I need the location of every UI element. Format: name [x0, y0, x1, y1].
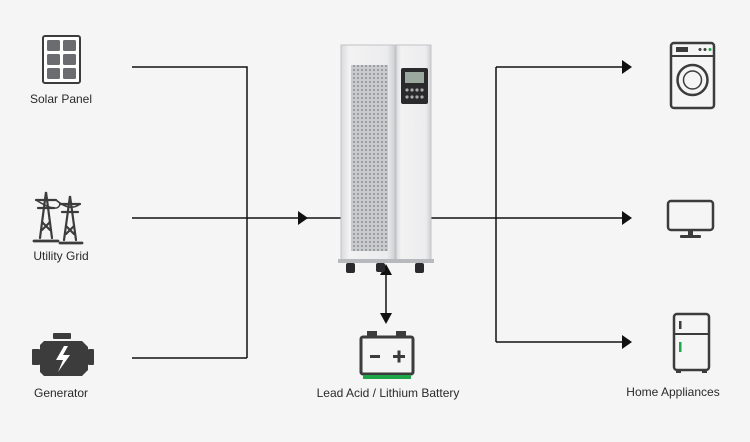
battery-icon [359, 331, 415, 379]
arrowheads [298, 60, 632, 349]
generator-label: Generator [33, 386, 89, 400]
battery-label: Lead Acid / Lithium Battery [316, 386, 460, 400]
monitor-icon [666, 199, 715, 238]
arrow-to-washer [622, 60, 632, 74]
refrigerator-icon [672, 312, 711, 373]
arrow-up-inverter [380, 264, 392, 275]
washing-machine-icon [669, 41, 716, 110]
generator-engine-icon [32, 333, 94, 376]
connection-lines [132, 66, 622, 359]
arrow-down-battery [380, 313, 392, 324]
utility-grid-label: Utility Grid [33, 249, 89, 263]
power-pylon-icon [32, 191, 84, 245]
home-appliances-label: Home Appliances [626, 385, 720, 399]
solar-panel-label: Solar Panel [29, 92, 93, 106]
solar-panel-icon [42, 35, 81, 84]
solar-line [132, 66, 248, 358]
inverter-cabinet-icon [338, 44, 434, 273]
arrow-to-tv [622, 211, 632, 225]
arrow-to-inverter [298, 211, 308, 225]
arrow-to-fridge [622, 335, 632, 349]
